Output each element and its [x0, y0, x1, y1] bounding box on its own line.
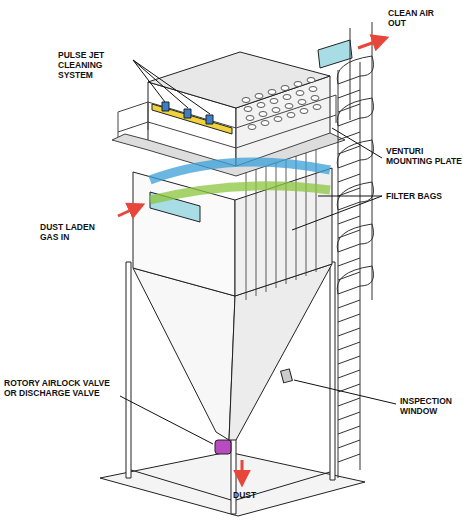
leader-lines [120, 60, 396, 444]
ladder-rung [338, 76, 360, 84]
watermark-logo [150, 162, 330, 200]
venturi-hole [244, 107, 252, 112]
venturi-hole [287, 113, 295, 118]
cage-hoop [337, 140, 373, 168]
venturi-hole [270, 99, 278, 104]
ladder-rung [338, 118, 360, 126]
ladder-rung [338, 258, 360, 266]
part-label: PULSE JET CLEANING SYSTEM [58, 50, 136, 80]
ladder-rung [338, 174, 360, 182]
filter-bag [316, 129, 317, 272]
support-legs [126, 262, 335, 514]
ladder-rung [338, 342, 360, 350]
cage-hoop [337, 224, 373, 252]
ladder-cage [337, 22, 373, 478]
part-label: INSPECTION WINDOW [400, 396, 470, 416]
venturi-hole [246, 116, 254, 121]
venturi-hole [259, 112, 267, 117]
ladder-rung [338, 328, 360, 336]
venturi-hole [242, 98, 250, 103]
pulse-valves [162, 102, 213, 124]
ladder-rung [338, 426, 360, 434]
part-label: DUST LADEN GAS IN [40, 222, 110, 242]
part-label: DUST [233, 490, 273, 500]
inspection-window [281, 369, 293, 383]
rotary-valve [215, 440, 231, 454]
part-label: CLEAN AIR OUT [388, 8, 444, 28]
venturi-hole [261, 121, 269, 126]
venturi-hole [296, 91, 304, 96]
venturi-hole [268, 90, 276, 95]
ladder-rung [338, 370, 360, 378]
cage-hoop [337, 56, 373, 84]
ladder-rung [338, 90, 360, 98]
venturi-hole [248, 125, 256, 130]
part-label: FILTER BAGS [386, 191, 470, 201]
venturi-hole [307, 78, 315, 83]
venturi-hole [294, 82, 302, 87]
venturi-hole [281, 86, 289, 91]
venturi-hole [274, 117, 282, 122]
filter-bag [306, 132, 307, 276]
ladder-rung [338, 398, 360, 406]
part-label: VENTURI MOUNTING PLATE [386, 146, 470, 166]
venturi-hole [283, 95, 291, 100]
ladder-rung [338, 300, 360, 308]
ladder-rung [338, 160, 360, 168]
part-label: ROTORY AIRLOCK VALVE OR DISCHARGE VALVE [4, 378, 118, 398]
venturi-hole [298, 100, 306, 105]
venturi-hole [313, 105, 321, 110]
ladder-rung [338, 244, 360, 252]
cage-hoop [337, 266, 373, 294]
ladder-rung [338, 356, 360, 364]
ladder-rung [338, 314, 360, 322]
ladder-rung [338, 454, 360, 462]
hopper-left [133, 268, 235, 440]
cage-hoop [337, 98, 373, 126]
venturi-hole [311, 96, 319, 101]
ladder-rung [338, 440, 360, 448]
venturi-hole [309, 87, 317, 92]
ladder-rung [338, 412, 360, 420]
housing-roof [148, 52, 330, 108]
flow-arrows [118, 38, 386, 484]
venturi-hole [300, 109, 308, 114]
ladder-rung [338, 286, 360, 294]
venturi-hole [285, 104, 293, 109]
venturi-hole [257, 103, 265, 108]
venturi-hole [255, 94, 263, 99]
ladder-rung [338, 216, 360, 224]
venturi-hole [272, 108, 280, 113]
